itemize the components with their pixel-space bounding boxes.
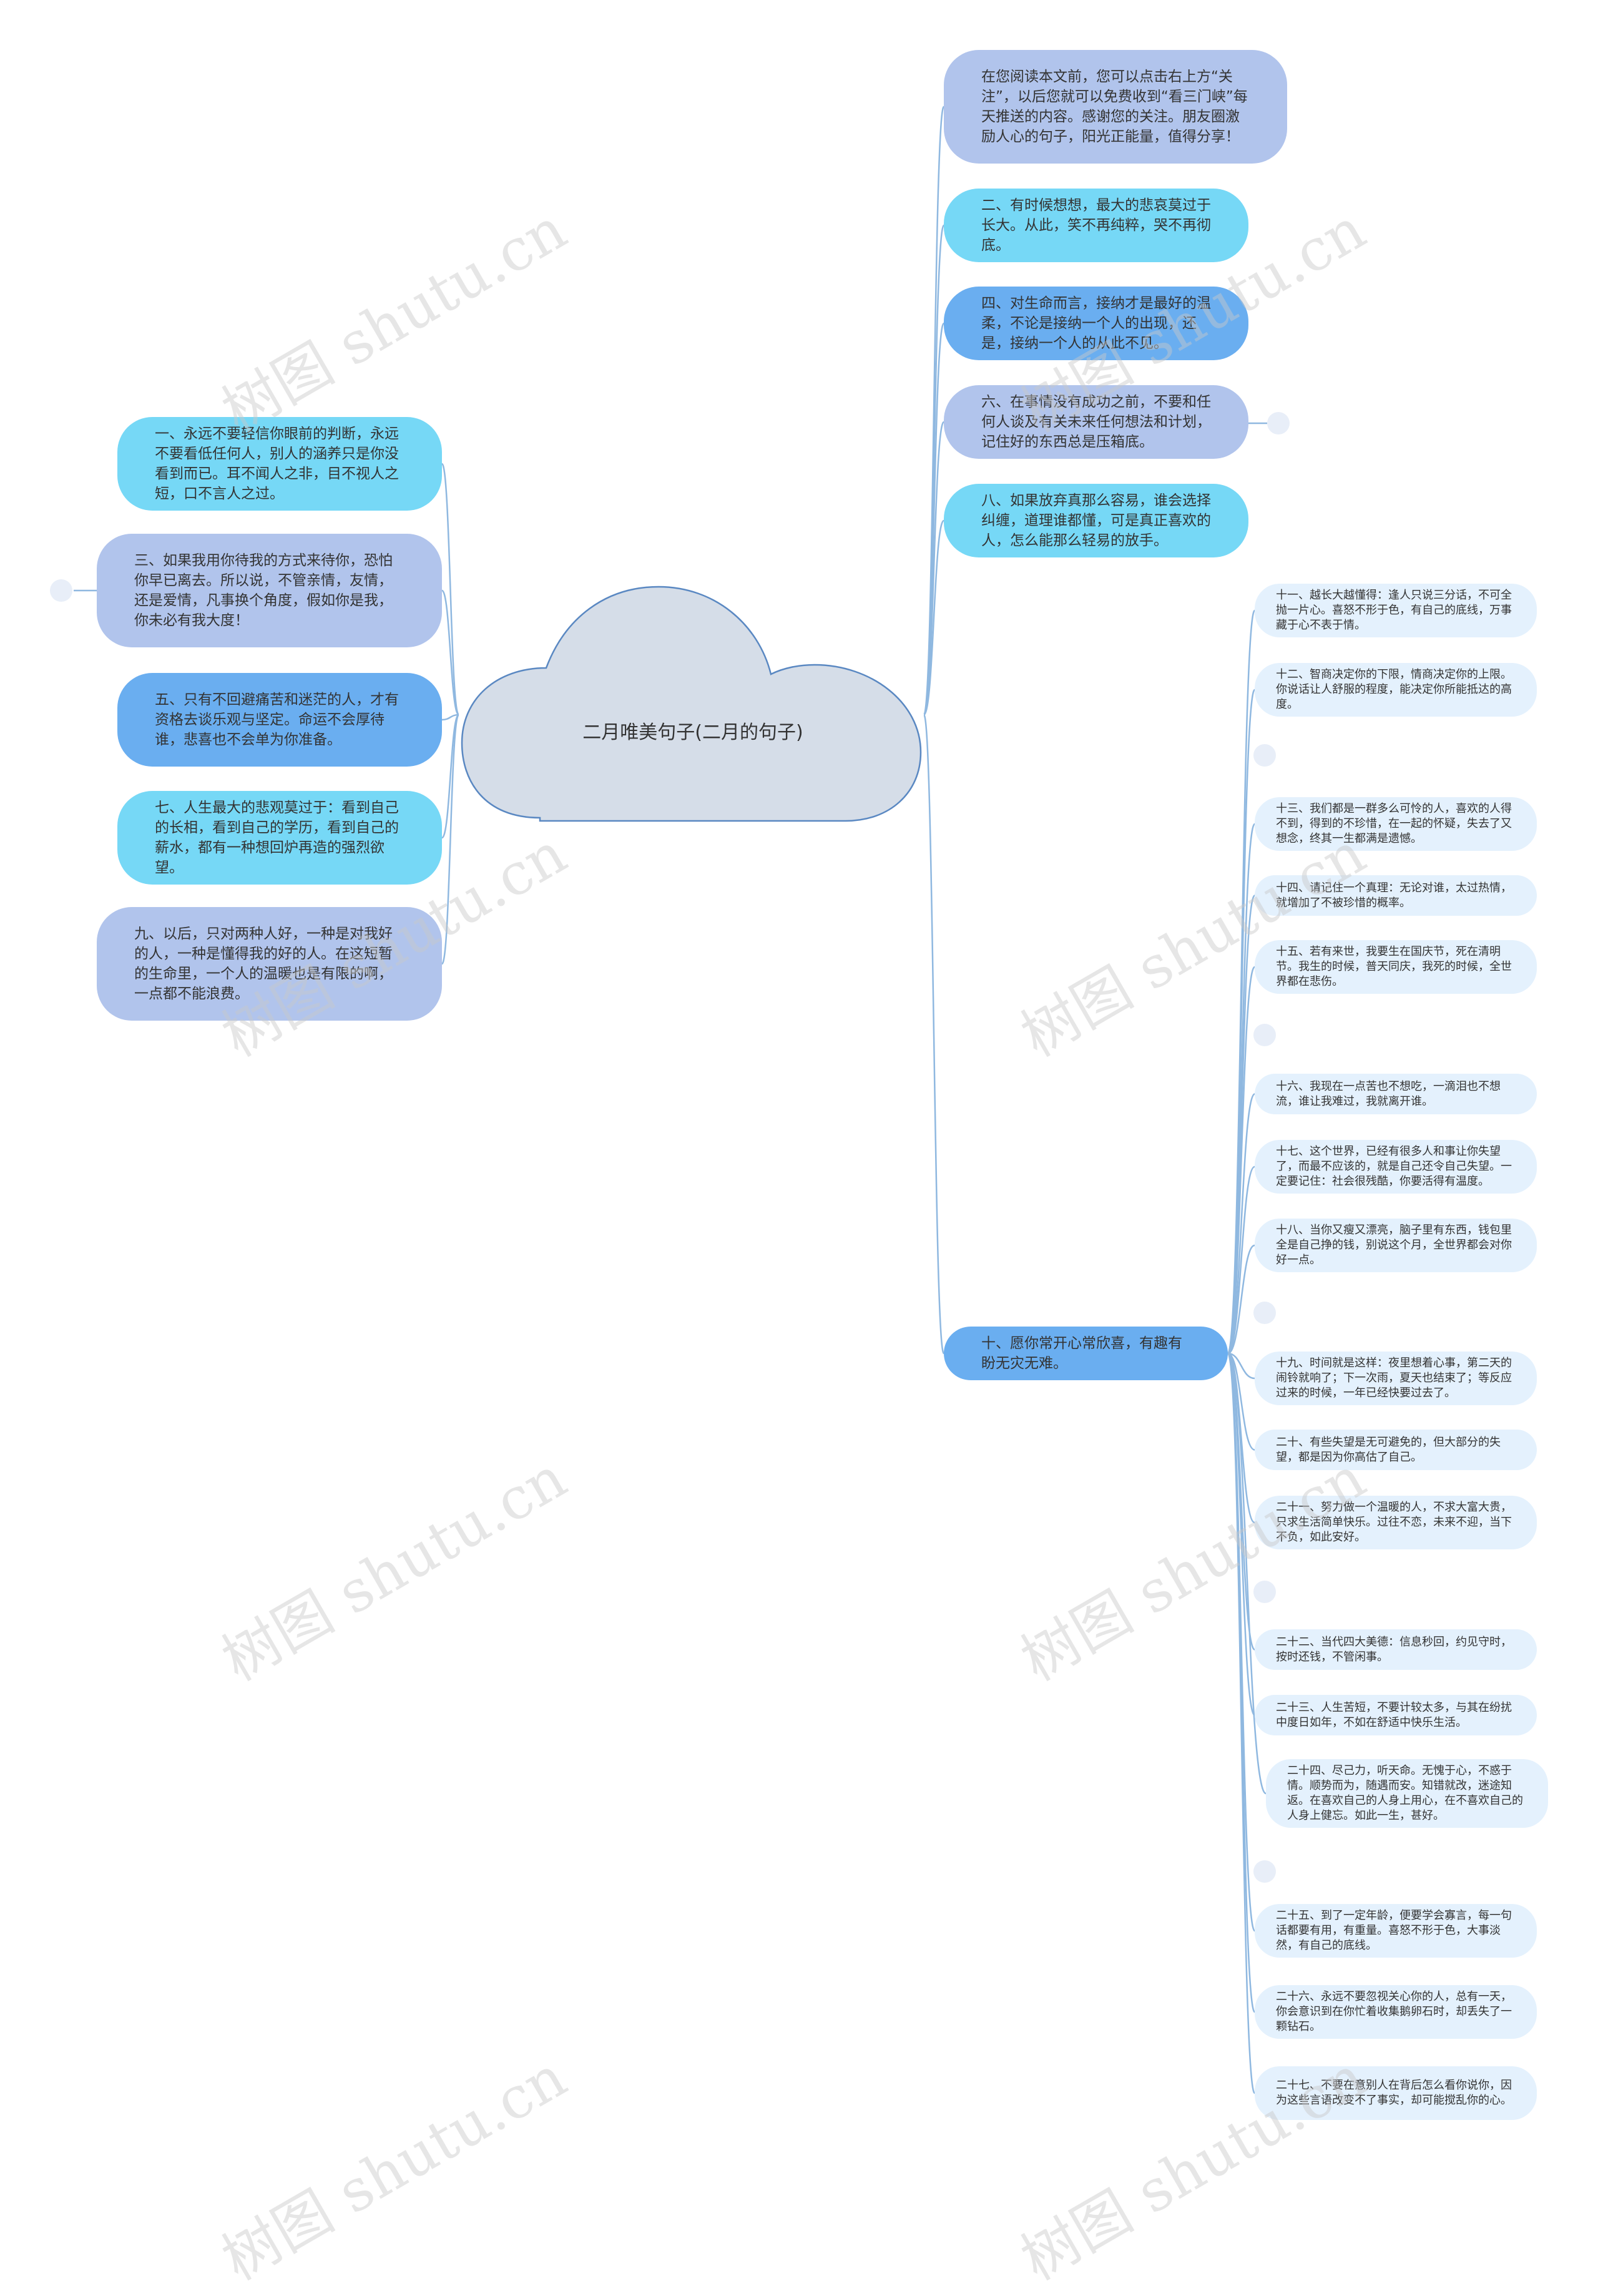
sub-node-11-label: 二十一、努力做一个温暖的人，不求大富大贵，只求生活简单快乐。过往不恋，未来不迎，… bbox=[1276, 1501, 1512, 1544]
sub-node-1[interactable]: 十一、越长大越懂得：逢人只说三分话，不可全抛一片心。喜怒不形于色，有自己的底线，… bbox=[1255, 584, 1537, 637]
sub-node-12[interactable]: 二十二、当代四大美德：信息秒回，约见守时，按时还钱，不管闲事。 bbox=[1255, 1629, 1537, 1670]
connector-line bbox=[923, 421, 945, 716]
connector-line bbox=[1227, 1165, 1255, 1355]
sub-node-3-label: 十三、我们都是一群多么可怜的人，喜欢的人得不到，得到的不珍惜，在一起的怀疑，失去… bbox=[1276, 802, 1512, 845]
connector-line bbox=[1227, 966, 1256, 1355]
sub-node-12-label: 二十二、当代四大美德：信息秒回，约见守时，按时还钱，不管闲事。 bbox=[1276, 1635, 1512, 1664]
left-node-5-label: 九、以后，只对两种人好，一种是对我好的人，一种是懂得我的好的人。在这短暂的生命里… bbox=[134, 926, 393, 1002]
sub-node-10-label: 二十、有些失望是无可避免的，但大部分的失望，都是因为你高估了自己。 bbox=[1276, 1435, 1501, 1464]
collapse-dot[interactable] bbox=[1253, 1302, 1276, 1324]
right-node-1-label: 在您阅读本文前，您可以点击右上方“关注”，以后您就可以免费收到“看三门峡”每天推… bbox=[981, 69, 1248, 145]
right-node-6[interactable]: 十、愿你常开心常欣喜，有趣有盼无灾无难。 bbox=[944, 1327, 1228, 1380]
connector-line bbox=[923, 519, 945, 716]
collapse-dot[interactable] bbox=[1253, 1581, 1276, 1603]
connector-line bbox=[441, 714, 459, 721]
sub-node-11[interactable]: 二十一、努力做一个温暖的人，不求大富大贵，只求生活简单快乐。过往不恋，未来不迎，… bbox=[1255, 1496, 1537, 1549]
connector-line bbox=[1227, 1244, 1255, 1355]
sub-node-5[interactable]: 十五、若有来世，我要生在国庆节，死在清明节。我生的时候，普天同庆，我死的时候，全… bbox=[1255, 940, 1537, 994]
left-node-5[interactable]: 九、以后，只对两种人好，一种是对我好的人，一种是懂得我的好的人。在这短暂的生命里… bbox=[97, 907, 442, 1021]
sub-node-14-label: 二十四、尽己力，听天命。无愧于心，不惑于情。顺势而为，随遇而安。知错就改，迷途知… bbox=[1287, 1764, 1523, 1822]
right-node-3-label: 四、对生命而言，接纳才是最好的温柔，不论是接纳一个人的出现，还是，接纳一个人的从… bbox=[981, 295, 1211, 351]
connector-line bbox=[1227, 1352, 1256, 1716]
sub-node-5-label: 十五、若有来世，我要生在国庆节，死在清明节。我生的时候，普天同庆，我死的时候，全… bbox=[1276, 945, 1512, 988]
sub-node-3[interactable]: 十三、我们都是一群多么可怜的人，喜欢的人得不到，得到的不珍惜，在一起的怀疑，失去… bbox=[1255, 797, 1537, 851]
connector-line bbox=[441, 714, 460, 965]
sub-node-4-label: 十四、请记住一个真理：无论对谁，太过热情，就增加了不被珍惜的概率。 bbox=[1276, 881, 1512, 910]
sub-node-14[interactable]: 二十四、尽己力，听天命。无愧于心，不惑于情。顺势而为，随遇而安。知错就改，迷途知… bbox=[1266, 1759, 1548, 1828]
collapse-dot[interactable] bbox=[50, 579, 72, 602]
right-node-2-label: 二、有时候想想，最大的悲哀莫过于长大。从此，笑不再纯粹，哭不再彻底。 bbox=[981, 197, 1211, 253]
sub-node-6-label: 十六、我现在一点苦也不想吃，一滴泪也不想流，谁让我难过，我就离开谁。 bbox=[1276, 1079, 1501, 1108]
connector-line bbox=[1227, 1352, 1255, 1380]
sub-node-6[interactable]: 十六、我现在一点苦也不想吃，一滴泪也不想流，谁让我难过，我就离开谁。 bbox=[1255, 1074, 1537, 1114]
root-cloud-shape[interactable] bbox=[459, 581, 924, 843]
right-node-2[interactable]: 二、有时候想想，最大的悲哀莫过于长大。从此，笑不再纯粹，哭不再彻底。 bbox=[944, 189, 1248, 262]
right-node-4-label: 六、在事情没有成功之前，不要和任何人谈及有关未来任何想法和计划，记住好的东西总是… bbox=[981, 394, 1211, 450]
right-node-6-label: 十、愿你常开心常欣喜，有趣有盼无灾无难。 bbox=[981, 1335, 1182, 1371]
sub-node-1-label: 十一、越长大越懂得：逢人只说三分话，不可全抛一片心。喜怒不形于色，有自己的底线，… bbox=[1276, 589, 1512, 632]
connector-line bbox=[441, 463, 460, 716]
root-title: 二月唯美句子(二月的句子) bbox=[582, 722, 803, 743]
collapse-dot[interactable] bbox=[1253, 1024, 1276, 1046]
sub-node-8-label: 十八、当你又瘦又漂亮，脑子里有东西，钱包里全是自己挣的钱，别说这个月，全世界都会… bbox=[1276, 1224, 1512, 1267]
sub-node-10[interactable]: 二十、有些失望是无可避免的，但大部分的失望，都是因为你高估了自己。 bbox=[1255, 1430, 1537, 1470]
right-node-5-label: 八、如果放弃真那么容易，谁会选择纠缠，道理谁都懂，可是真正喜欢的人，怎么能那么轻… bbox=[981, 493, 1211, 549]
collapse-dot[interactable] bbox=[1253, 1860, 1276, 1883]
sub-node-8[interactable]: 十八、当你又瘦又漂亮，脑子里有东西，钱包里全是自己挣的钱，别说这个月，全世界都会… bbox=[1255, 1219, 1537, 1272]
right-node-3[interactable]: 四、对生命而言，接纳才是最好的温柔，不论是接纳一个人的出现，还是，接纳一个人的从… bbox=[944, 287, 1248, 360]
right-node-4[interactable]: 六、在事情没有成功之前，不要和任何人谈及有关未来任何想法和计划，记住好的东西总是… bbox=[944, 385, 1248, 459]
sub-node-4[interactable]: 十四、请记住一个真理：无论对谁，太过热情，就增加了不被珍惜的概率。 bbox=[1255, 875, 1537, 916]
connector-line bbox=[1227, 1093, 1256, 1355]
connector-line bbox=[923, 224, 945, 716]
left-node-2[interactable]: 三、如果我用你待我的方式来待你，恐怕你早已离去。所以说，不管亲情，友情，还是爱情… bbox=[97, 534, 442, 647]
sub-node-9[interactable]: 十九、时间就是这样：夜里想着心事，第二天的闹铃就响了；下一次雨，夏天也结束了；等… bbox=[1255, 1352, 1537, 1405]
left-node-1[interactable]: 一、永远不要轻信你眼前的判断，永远不要看低任何人，别人的涵养只是你没看到而已。耳… bbox=[117, 417, 442, 511]
connector-line bbox=[1227, 1352, 1255, 1451]
sub-node-16-label: 二十六、永远不要忽视关心你的人，总有一天，你会意识到在你忙着收集鹅卵石时，却丢失… bbox=[1276, 1990, 1512, 2033]
connector-line bbox=[441, 589, 460, 716]
sub-node-16[interactable]: 二十六、永远不要忽视关心你的人，总有一天，你会意识到在你忙着收集鹅卵石时，却丢失… bbox=[1255, 1985, 1537, 2039]
right-node-5[interactable]: 八、如果放弃真那么容易，谁会选择纠缠，道理谁都懂，可是真正喜欢的人，怎么能那么轻… bbox=[944, 484, 1248, 557]
sub-node-17-label: 二十七、不要在意别人在背后怎么看你说你，因为这些言语改变不了事实，却可能搅乱你的… bbox=[1276, 2079, 1512, 2107]
collapse-dot[interactable] bbox=[1253, 744, 1276, 767]
sub-node-7-label: 十七、这个世界，已经有很多人和事让你失望了，而最不应该的，就是自己还令自己失望。… bbox=[1276, 1145, 1512, 1188]
left-node-1-label: 一、永远不要轻信你眼前的判断，永远不要看低任何人，别人的涵养只是你没看到而已。耳… bbox=[155, 426, 399, 502]
left-node-4[interactable]: 七、人生最大的悲观莫过于：看到自己的长相，看到自己的学历，看到自己的薪水，都有一… bbox=[117, 791, 442, 885]
connector-lines bbox=[74, 105, 1267, 2094]
sub-node-2-label: 十二、智商决定你的下限，情商决定你的上限。你说话让人舒服的程度，能决定你所能抵达… bbox=[1276, 668, 1512, 711]
sub-node-17[interactable]: 二十七、不要在意别人在背后怎么看你说你，因为这些言语改变不了事实，却可能搅乱你的… bbox=[1255, 2066, 1537, 2120]
connector-line bbox=[1227, 1352, 1256, 2094]
left-node-3-label: 五、只有不回避痛苦和迷茫的人，才有资格去谈乐观与坚定。命运不会厚待谁，悲喜也不会… bbox=[155, 692, 399, 748]
collapse-dot[interactable] bbox=[1267, 412, 1290, 434]
connector-line bbox=[1227, 1352, 1267, 1795]
right-node-1[interactable]: 在您阅读本文前，您可以点击右上方“关注”，以后您就可以免费收到“看三门峡”每天推… bbox=[944, 50, 1287, 164]
sub-node-15-label: 二十五、到了一定年龄，便要学会寡言，每一句话都要有用，有重量。喜怒不形于色，大事… bbox=[1276, 1909, 1512, 1952]
connector-line bbox=[923, 714, 945, 1355]
sub-node-13[interactable]: 二十三、人生苦短，不要计较太多，与其在纷扰中度日如年，不如在舒适中快乐生活。 bbox=[1255, 1695, 1537, 1735]
sub-node-2[interactable]: 十二、智商决定你的下限，情商决定你的上限。你说话让人舒服的程度，能决定你所能抵达… bbox=[1255, 663, 1537, 717]
mind-map-canvas: 二月唯美句子(二月的句子) 一、永远不要轻信你眼前的判断，永远不要看低任何人，别… bbox=[50, 50, 1548, 2294]
sub-node-15[interactable]: 二十五、到了一定年龄，便要学会寡言，每一句话都要有用，有重量。喜怒不形于色，大事… bbox=[1255, 1904, 1537, 1958]
sub-node-7[interactable]: 十七、这个世界，已经有很多人和事让你失望了，而最不应该的，就是自己还令自己失望。… bbox=[1255, 1140, 1537, 1194]
left-node-2-label: 三、如果我用你待我的方式来待你，恐怕你早已离去。所以说，不管亲情，友情，还是爱情… bbox=[134, 552, 393, 629]
left-node-4-label: 七、人生最大的悲观莫过于：看到自己的长相，看到自己的学历，看到自己的薪水，都有一… bbox=[155, 800, 399, 876]
left-node-3[interactable]: 五、只有不回避痛苦和迷茫的人，才有资格去谈乐观与坚定。命运不会厚待谁，悲喜也不会… bbox=[117, 673, 442, 767]
sub-node-13-label: 二十三、人生苦短，不要计较太多，与其在纷扰中度日如年，不如在舒适中快乐生活。 bbox=[1276, 1700, 1512, 1729]
sub-node-9-label: 十九、时间就是这样：夜里想着心事，第二天的闹铃就响了；下一次雨，夏天也结束了；等… bbox=[1276, 1357, 1512, 1400]
